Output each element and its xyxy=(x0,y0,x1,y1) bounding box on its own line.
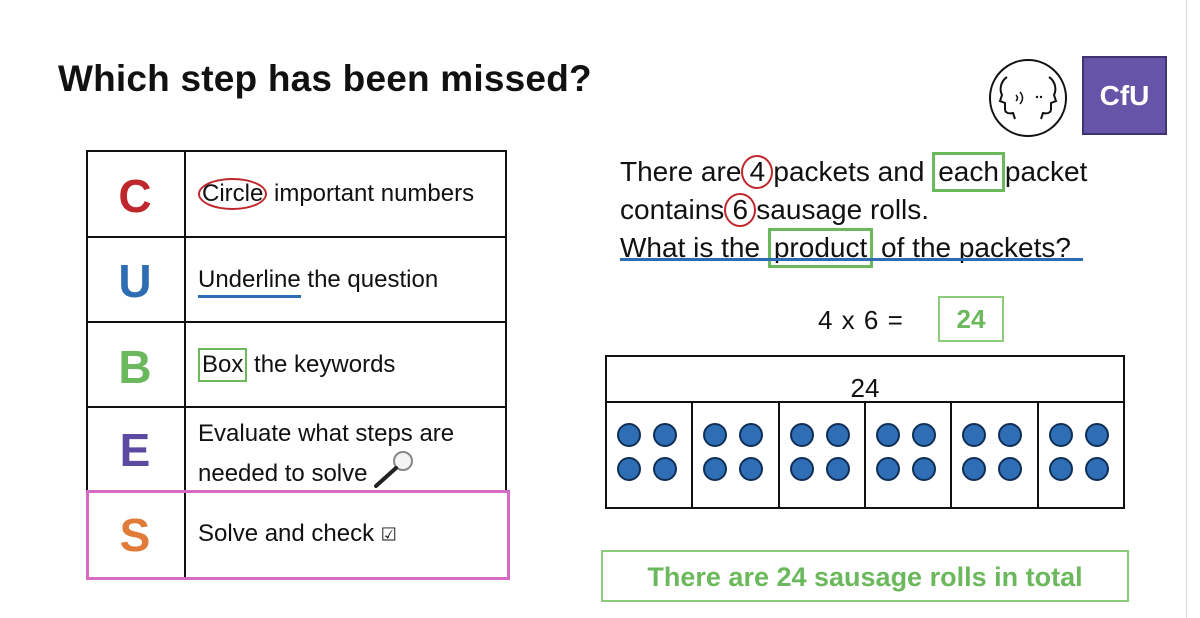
table-rule xyxy=(86,406,507,408)
problem-text: sausage rolls. xyxy=(756,194,930,225)
problem-text: packet xyxy=(1004,156,1088,187)
cubes-letter-s: S xyxy=(119,509,151,561)
keyword-box: product xyxy=(767,228,874,268)
keyword-box: each xyxy=(932,152,1005,192)
sausage-roll-dot xyxy=(703,423,728,447)
checkbox-icon: ☑ xyxy=(380,524,397,545)
sausage-roll-dot xyxy=(962,457,987,481)
answer-statement: There are 24 sausage rolls in total xyxy=(601,550,1129,602)
talking-heads-icon xyxy=(985,57,1071,139)
sausage-roll-dot xyxy=(1048,457,1073,481)
sausage-roll-dot xyxy=(789,423,814,447)
sausage-roll-dot xyxy=(998,423,1023,447)
circled-number: 4 xyxy=(741,155,774,189)
problem-text: packets and xyxy=(773,156,925,187)
sausage-roll-dot xyxy=(1084,457,1109,481)
cubes-letter-c: C xyxy=(118,170,152,222)
sausage-roll-dot xyxy=(653,423,678,447)
page-title: Which step has been missed? xyxy=(58,58,592,99)
sausage-roll-dot xyxy=(825,457,850,481)
question-underline xyxy=(620,258,1083,261)
sausage-roll-dot xyxy=(912,423,937,447)
equation-answer: 24 xyxy=(938,296,1004,342)
cubes-letter-u: U xyxy=(118,255,152,307)
sausage-roll-dot xyxy=(998,457,1023,481)
row-text-line-2: needed to solve xyxy=(198,450,454,499)
problem-text: contains xyxy=(620,194,725,225)
circled-word: Circle xyxy=(198,178,268,210)
missed-step-highlight xyxy=(86,490,510,580)
sausage-roll-dot xyxy=(875,457,900,481)
problem-question: What is the product of the packets? xyxy=(620,228,1120,268)
cfu-badge: CfU xyxy=(1082,56,1167,135)
problem-text: There are xyxy=(620,156,742,187)
packet-group xyxy=(607,403,694,507)
cubes-letter-e: E xyxy=(119,424,151,476)
table-rule xyxy=(505,150,507,492)
row-text-line: Evaluate what steps are xyxy=(198,420,455,447)
sausage-roll-dot xyxy=(739,423,764,447)
cubes-row-evaluate: Evaluate what steps are needed to solve xyxy=(198,418,454,499)
sausage-roll-dot xyxy=(1084,423,1109,447)
cubes-row-circle: Circle important numbers xyxy=(198,178,474,210)
letter-column xyxy=(86,150,186,578)
problem-text: of the packets? xyxy=(873,232,1071,263)
magnifying-glass-icon xyxy=(371,450,417,499)
problem-text: What is the xyxy=(620,232,768,263)
row-text: important numbers xyxy=(267,180,475,207)
sausage-roll-dot xyxy=(617,423,641,447)
cubes-letter-b: B xyxy=(118,341,152,393)
row-text: Solve and check xyxy=(198,520,375,547)
cubes-row-box: Box the keywords xyxy=(198,348,395,382)
packet-group xyxy=(780,403,866,507)
table-rule xyxy=(86,150,507,152)
circled-number: 6 xyxy=(724,193,757,227)
table-rule xyxy=(86,236,507,238)
sausage-roll-dot xyxy=(617,457,641,481)
packet-group xyxy=(952,403,1039,507)
sausage-roll-dot xyxy=(789,457,814,481)
packet-group xyxy=(866,403,953,507)
sausage-roll-dot xyxy=(653,457,678,481)
bar-model-total: 24 xyxy=(605,355,1125,403)
slide-right-edge xyxy=(1186,0,1187,618)
bar-model-total-label: 24 xyxy=(850,373,880,403)
table-divider xyxy=(184,150,186,578)
table-rule xyxy=(86,321,507,323)
sausage-roll-dot xyxy=(912,457,937,481)
packet-group xyxy=(693,403,780,507)
sausage-roll-dot xyxy=(962,423,987,447)
bar-model-groups xyxy=(605,403,1125,509)
cubes-row-solve: Solve and check ☑ xyxy=(198,518,397,551)
boxed-word: Box xyxy=(198,348,248,382)
sausage-roll-dot xyxy=(739,457,764,481)
sausage-roll-dot xyxy=(703,457,728,481)
cubes-row-underline: Underline the question xyxy=(198,264,438,298)
underlined-word: Underline xyxy=(198,265,301,298)
row-text: the keywords xyxy=(247,351,396,378)
packet-group xyxy=(1039,403,1123,507)
row-text: the question xyxy=(300,266,439,293)
sausage-roll-dot xyxy=(825,423,850,447)
sausage-roll-dot xyxy=(875,423,900,447)
sausage-roll-dot xyxy=(1048,423,1073,447)
row-text: needed to solve xyxy=(198,459,368,487)
equation: 4 x 6 = xyxy=(818,305,904,335)
